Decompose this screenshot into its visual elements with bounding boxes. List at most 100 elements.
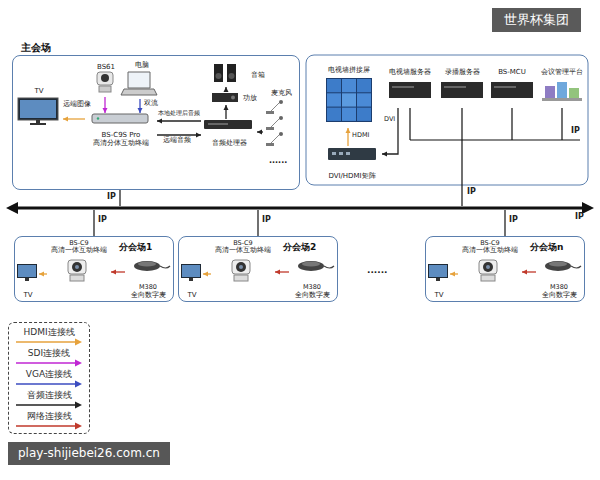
legend-swatch (14, 380, 84, 388)
device-label: 高清一体互动终端 (51, 247, 107, 254)
legend-text: SDI连接线 (9, 348, 89, 359)
device-label: TV (23, 291, 32, 299)
device-node: 麦克风 (263, 89, 299, 155)
device-node: TV (17, 263, 39, 299)
device-label: 高清分体互动终端 (93, 139, 149, 147)
device-node: TV (15, 87, 63, 127)
legend-swatch (14, 422, 84, 430)
connector (275, 270, 289, 275)
url-watermark: play-shijiebei26.com.cn (8, 442, 170, 465)
edge-label: 远端图像 (62, 101, 92, 108)
venue-title: 分会场n (530, 241, 563, 254)
device-label: M380 (303, 284, 321, 291)
device-node: 音箱 (213, 63, 265, 87)
device-node: M380全向数字麦 (289, 259, 335, 299)
device-label: 高清一体互动终端 (215, 247, 271, 254)
device-node: BS-C9S Pro高清分体互动终端 (85, 113, 157, 147)
legend-text: 音频连接线 (9, 390, 89, 401)
device-label: 电脑 (135, 61, 149, 69)
venue-region: 分会场1 BS-C9高清一体互动终端 TV M380全向数字麦 (14, 236, 174, 302)
edge-label: DVI (383, 116, 396, 123)
connector (257, 130, 263, 135)
device-node: M380全向数字麦 (536, 259, 582, 299)
right-devices (326, 78, 582, 160)
legend-swatch (14, 338, 84, 346)
legend-text: HDMI连接线 (9, 327, 89, 338)
connector (224, 87, 229, 92)
legend-row: SDI连接线 (9, 348, 89, 369)
legend-text: VGA连接线 (9, 369, 89, 380)
device-label: 全向数字麦 (131, 292, 166, 299)
device-node: 电视墙服务器 (385, 68, 435, 108)
connector (382, 108, 398, 157)
device-node: 电脑 (125, 61, 159, 99)
device-node: 录播服务器 (437, 68, 487, 108)
device-label: 录播服务器 (445, 68, 480, 76)
device-label: TV (187, 291, 196, 299)
connector (111, 270, 125, 275)
device-label: BS-MCU (498, 68, 526, 76)
venue-region: 主会场TVBS61电脑BS-C9S Pro高清分体互动终端音频处理器功放音箱麦克… (12, 55, 300, 190)
edge-label: 本地处理后音频 (157, 110, 201, 117)
note-label: IP (97, 216, 108, 225)
main-devices (18, 64, 283, 146)
device-node: 电视墙拼接屏 (318, 66, 380, 128)
device-label: M380 (139, 284, 157, 291)
legend-row: 网络连接线 (9, 411, 89, 432)
device-node: BS61 (93, 63, 119, 97)
connector (157, 119, 201, 124)
ip-wires (94, 108, 580, 236)
device-node: TV (181, 263, 203, 299)
connector (203, 272, 211, 277)
connector (346, 128, 351, 146)
connector (224, 105, 229, 119)
note-label: IP (508, 216, 519, 225)
legend-box: HDMI连接线 SDI连接线 VGA连接线音频连接线网络连接线 (8, 322, 90, 434)
venue-region: 分会场2 BS-C9高清一体互动终端 TV M380全向数字麦 (178, 236, 338, 302)
device-label: 音频处理器 (212, 139, 247, 147)
note-label: ...... (268, 157, 288, 166)
device-label: M380 (550, 284, 568, 291)
device-node: 音频处理器 (201, 119, 257, 147)
venue-title: 分会场1 (119, 241, 152, 254)
device-label: 音箱 (251, 71, 265, 79)
device-label: 麦克风 (271, 89, 292, 97)
device-label: 全向数字麦 (542, 292, 577, 299)
branch-devices (17, 260, 581, 281)
device-node: BS-C9高清一体互动终端 (458, 240, 522, 287)
device-label: 全向数字麦 (295, 292, 330, 299)
venue-title: 分会场2 (283, 241, 316, 254)
note-label: IP (261, 216, 272, 225)
edge-label: 双流 (143, 100, 159, 107)
device-node: M380全向数字麦 (125, 259, 171, 299)
note-label: IP (570, 127, 581, 136)
device-node: BS-C9高清一体互动终端 (211, 240, 275, 287)
device-node: DVI/HDMI矩阵 (322, 146, 382, 180)
device-label: BS61 (97, 63, 115, 71)
device-node: 功放 (211, 92, 257, 105)
device-node: BS-MCU (489, 68, 535, 108)
connector (63, 117, 85, 122)
venue-region: 分会场nBS-C9高清一体互动终端TVM380全向数字麦 (425, 236, 585, 302)
device-label: BS-C9 (233, 240, 253, 247)
legend-row: VGA连接线 (9, 369, 89, 390)
device-node: 会议管理平台 (538, 68, 586, 108)
device-node: TV (428, 263, 450, 299)
note-label: ...... (366, 266, 389, 276)
connector (450, 272, 458, 277)
device-label: BS-C9 (480, 240, 500, 247)
device-label: 高清一体互动终端 (462, 247, 518, 254)
note-label: IP (106, 193, 117, 202)
legend-row: 音频连接线 (9, 390, 89, 411)
note-label: IP (574, 213, 585, 222)
device-label: 电视墙服务器 (389, 68, 431, 76)
connector (138, 99, 143, 113)
device-label: DVI/HDMI矩阵 (328, 172, 375, 180)
legend-row: HDMI连接线 (9, 327, 89, 348)
device-node: BS-C9高清一体互动终端 (47, 240, 111, 287)
legend-swatch (14, 359, 84, 367)
edge-label: HDMI (351, 132, 370, 139)
ip-bus (6, 202, 594, 214)
right-region (306, 55, 588, 185)
